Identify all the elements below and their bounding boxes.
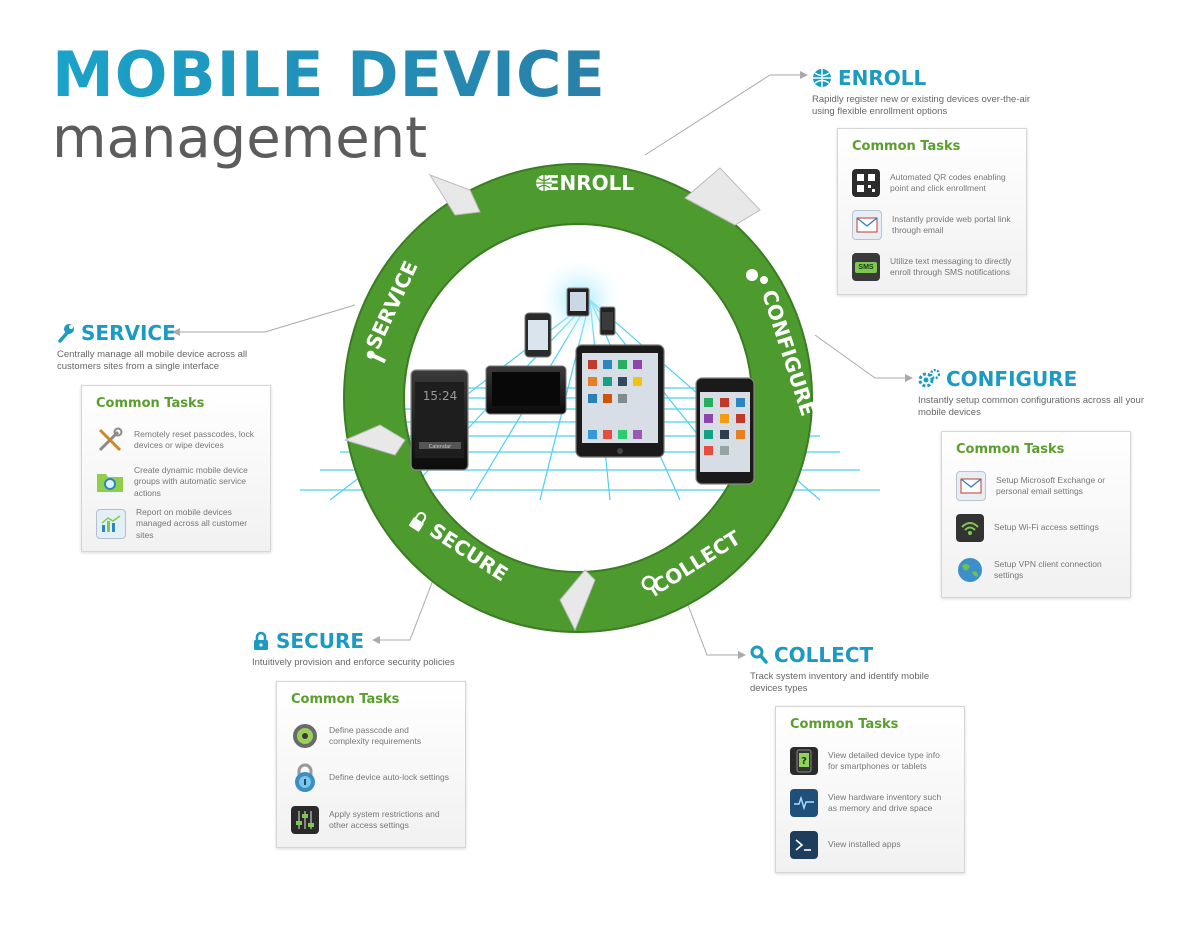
padlock-icon — [291, 763, 319, 792]
card-title: Common Tasks — [956, 442, 1065, 457]
passcode-dial-icon — [291, 722, 319, 750]
configure-section: CONFIGURE Instantly setup common configu… — [918, 367, 1148, 419]
service-common-tasks-card: Common Tasks Remotely reset passcodes, l… — [81, 385, 271, 552]
list-item: Setup Wi-Fi access settings — [956, 507, 1116, 549]
list-item: ? View detailed device type info for sma… — [790, 740, 950, 782]
list-item: Setup Microsoft Exchange or personal ema… — [956, 465, 1116, 507]
ring-magnifier-icon — [641, 575, 659, 597]
lifecycle-ring — [343, 163, 813, 633]
gears-icon — [918, 369, 940, 388]
task-text: View hardware inventory such as memory a… — [828, 791, 942, 814]
service-heading: SERVICE — [81, 321, 176, 345]
list-item: View hardware inventory such as memory a… — [790, 782, 950, 824]
task-text: Report on mobile devices managed across … — [136, 506, 248, 540]
configure-description: Instantly setup common configurations ac… — [918, 395, 1144, 418]
svg-text:?: ? — [801, 756, 807, 767]
page-title: MOBILE DEVICE — [52, 38, 606, 111]
list-item: Define passcode and complexity requireme… — [291, 715, 451, 757]
hardware-monitor-icon — [790, 789, 818, 817]
task-text: Automated QR codes enabling point and cl… — [890, 171, 1006, 194]
wifi-icon — [956, 514, 984, 542]
email-icon — [852, 210, 882, 240]
devices-illustration: 15:24 Calendar — [410, 287, 755, 485]
list-item: Setup VPN client connection settings — [956, 549, 1116, 591]
collect-section: COLLECT Track system inventory and ident… — [750, 643, 950, 695]
collect-common-tasks-card: Common Tasks ? View detailed device type… — [775, 706, 965, 873]
report-chart-icon — [96, 509, 126, 539]
task-text: Create dynamic mobile device groups with… — [134, 464, 248, 498]
card-title: Common Tasks — [96, 396, 205, 411]
task-text: Define device auto-lock settings — [329, 772, 450, 783]
device-info-icon: ? — [790, 747, 818, 775]
secure-common-tasks-card: Common Tasks Define passcode and complex… — [276, 681, 466, 848]
card-title: Common Tasks — [790, 717, 899, 732]
task-text: Setup VPN client connection settings — [994, 558, 1102, 581]
list-item: View installed apps — [790, 824, 950, 866]
enroll-heading: ENROLL — [838, 66, 927, 90]
tools-icon — [96, 426, 124, 454]
ring-padlock-icon — [408, 512, 427, 532]
task-text: Define passcode and complexity requireme… — [329, 724, 422, 747]
card-title: Common Tasks — [852, 139, 961, 154]
collect-heading: COLLECT — [774, 643, 874, 667]
list-item: Instantly provide web portal link throug… — [852, 204, 1012, 246]
ring-gear-icon — [746, 269, 768, 284]
phone-calendar: Calendar — [429, 444, 452, 450]
enroll-description: Rapidly register new or existing devices… — [812, 94, 1031, 117]
task-text: Remotely reset passcodes, lock devices o… — [134, 428, 254, 451]
email-icon — [956, 471, 986, 501]
secure-heading: SECURE — [276, 629, 365, 653]
wrench-icon — [58, 324, 74, 343]
collect-description: Track system inventory and identify mobi… — [750, 671, 930, 694]
magnifier-icon — [750, 645, 768, 664]
ring-label-enroll: ENROLL — [546, 171, 635, 195]
phone-clock: 15:24 — [423, 389, 458, 403]
secure-description: Intuitively provision and enforce securi… — [252, 657, 455, 668]
task-text: Apply system restrictions and other acce… — [329, 808, 440, 831]
service-section: SERVICE Centrally manage all mobile devi… — [57, 321, 262, 373]
task-text: Setup Microsoft Exchange or personal ema… — [996, 474, 1106, 497]
task-text: Instantly provide web portal link throug… — [892, 213, 1011, 236]
globe-icon — [813, 69, 831, 87]
ring-globe-icon — [536, 175, 552, 191]
card-title: Common Tasks — [291, 692, 400, 707]
list-item: Create dynamic mobile device groups with… — [96, 461, 256, 503]
terminal-icon — [790, 831, 818, 859]
sliders-icon — [291, 806, 319, 834]
list-item: SMS Utilize text messaging to directly e… — [852, 246, 1012, 288]
connector-lines — [180, 74, 905, 656]
padlock-icon — [254, 631, 268, 650]
list-item: Remotely reset passcodes, lock devices o… — [96, 419, 256, 461]
sms-badge: SMS — [855, 261, 877, 273]
sms-icon: SMS — [852, 253, 880, 281]
globe-network-icon — [956, 556, 984, 584]
page-subtitle: management — [52, 106, 428, 171]
list-item: Apply system restrictions and other acce… — [291, 799, 451, 841]
list-item: Define device auto-lock settings — [291, 757, 451, 799]
qr-code-icon — [852, 169, 880, 197]
service-description: Centrally manage all mobile device acros… — [57, 349, 248, 372]
list-item: Report on mobile devices managed across … — [96, 503, 256, 545]
secure-section: SECURE Intuitively provision and enforce… — [252, 629, 492, 669]
folder-search-icon — [96, 468, 124, 496]
task-text: View detailed device type info for smart… — [828, 749, 940, 772]
task-text: View installed apps — [828, 839, 901, 850]
ring-wrench-icon — [366, 350, 387, 364]
enroll-common-tasks-card: Common Tasks Automated QR codes enabling… — [837, 128, 1027, 295]
enroll-section: ENROLL Rapidly register new or existing … — [812, 66, 1032, 118]
configure-heading: CONFIGURE — [946, 367, 1078, 391]
task-text: Utilize text messaging to directly enrol… — [890, 255, 1012, 278]
task-text: Setup Wi-Fi access settings — [994, 522, 1099, 533]
list-item: Automated QR codes enabling point and cl… — [852, 162, 1012, 204]
configure-common-tasks-card: Common Tasks Setup Microsoft Exchange or… — [941, 431, 1131, 598]
